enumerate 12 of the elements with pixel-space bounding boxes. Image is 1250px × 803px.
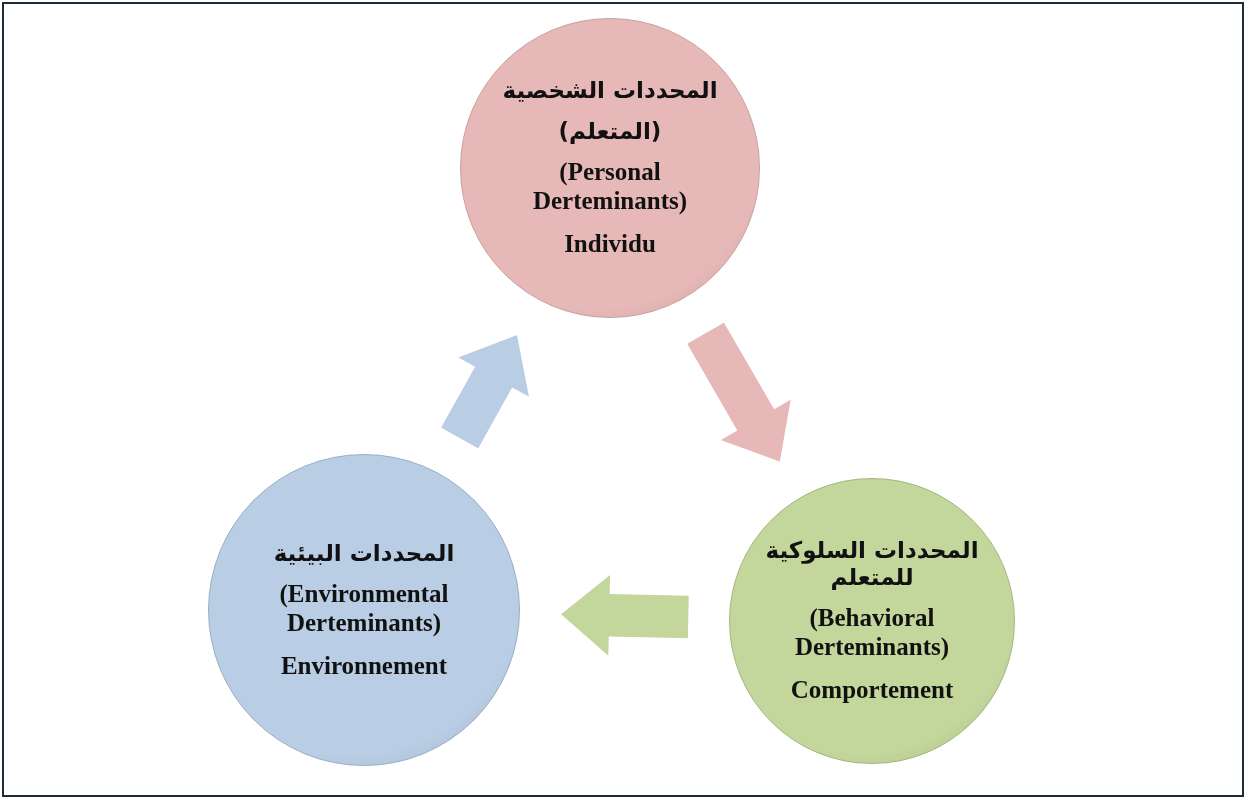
node-label: (Behavioral Derteminants) bbox=[793, 604, 951, 662]
arabic-label: (المتعلم) bbox=[558, 117, 662, 145]
arabic-label: المحددات الشخصية bbox=[502, 77, 718, 104]
node-label: Individu bbox=[564, 229, 656, 259]
node-label: (Personal Derteminants) bbox=[531, 158, 689, 216]
block-arrow bbox=[439, 333, 532, 451]
node-label: Environnement bbox=[280, 651, 448, 681]
node-label: (Environmental Derteminants) bbox=[278, 580, 450, 638]
block-arrow bbox=[685, 320, 793, 464]
arabic-label: المحددات السلوكية للمتعلم bbox=[764, 537, 980, 591]
node-label: Comportement bbox=[790, 675, 954, 705]
arabic-label: المحددات البيئية bbox=[273, 539, 455, 567]
